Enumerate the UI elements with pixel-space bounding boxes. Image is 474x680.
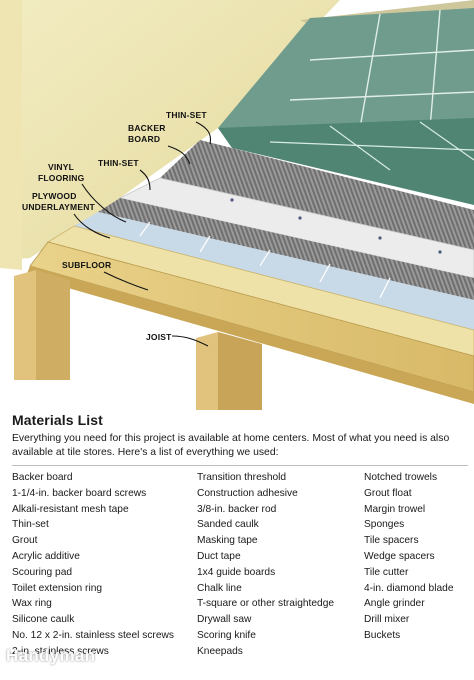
callout-thinset-mid: THIN-SET	[98, 158, 151, 191]
joist-left	[14, 270, 36, 380]
list-item: Alkali-resistant mesh tape	[12, 503, 129, 515]
list-item: Notched trowels	[364, 472, 438, 483]
list-item: Angle grinder	[364, 598, 425, 610]
list-item: Construction adhesive	[197, 487, 298, 499]
subfloor-layer	[29, 241, 474, 393]
materials-columns: Backer board 1-1/4-in. backer board scre…	[12, 470, 468, 680]
list-item: Duct tape	[197, 550, 241, 562]
materials-column-2: Transition threshold Construction adhesi…	[197, 470, 334, 660]
list-item: Tile spacers	[364, 535, 419, 547]
list-item: 2-in. stainless screws	[12, 645, 109, 657]
callout-plywood-underlayment: PLYWOOD UNDERLAYMENT	[22, 191, 111, 239]
list-item: Drywall saw	[197, 614, 252, 626]
callout-backer-board: BACKER BOARD	[128, 123, 191, 165]
callout-vinyl-flooring: VINYL FLOORING	[38, 162, 127, 223]
list-item: 1-1/4-in. backer board screws	[12, 487, 147, 499]
list-item: Backer board	[12, 472, 73, 483]
list-item: Sponges	[364, 519, 405, 531]
callout-joist: JOIST	[146, 332, 209, 347]
list-item: No. 12 x 2-in. stainless steel screws	[12, 629, 174, 641]
svg-text:VINYL: VINYL	[48, 162, 74, 172]
list-item: 4-in. diamond blade	[364, 582, 454, 594]
tiled-wall	[218, 8, 474, 130]
list-item: Scoring knife	[197, 629, 256, 641]
back-wall	[0, 0, 340, 260]
list-item: Silicone caulk	[12, 614, 75, 626]
list-item: Kneepads	[197, 645, 243, 657]
list-item: Tile cutter	[364, 566, 409, 578]
materials-column-3: Notched trowels Grout float Margin trowe…	[364, 470, 453, 644]
svg-text:JOIST: JOIST	[146, 332, 172, 342]
plywood-layer	[46, 225, 474, 357]
materials-list: Materials List Everything you need for t…	[12, 412, 468, 674]
list-item: 1x4 guide boards	[197, 566, 276, 578]
svg-text:PLYWOOD: PLYWOOD	[32, 191, 77, 201]
list-item: Grout	[12, 535, 38, 547]
svg-text:FLOORING: FLOORING	[38, 173, 85, 183]
svg-text:THIN-SET: THIN-SET	[98, 158, 139, 168]
list-item: Wedge spacers	[364, 550, 435, 562]
list-item: Sanded caulk	[197, 519, 259, 531]
list-item: T-square or other straightedge	[197, 598, 335, 610]
list-item: Buckets	[364, 629, 401, 641]
callout-subfloor: SUBFLOOR	[62, 260, 149, 291]
list-item: Grout float	[364, 487, 412, 499]
joist-right	[196, 332, 218, 410]
materials-title: Materials List	[12, 412, 103, 428]
callout-thinset-top: THIN-SET	[166, 110, 212, 145]
list-item: Scouring pad	[12, 566, 73, 578]
svg-text:BOARD: BOARD	[128, 134, 160, 144]
list-item: 3/8-in. backer rod	[197, 503, 277, 515]
flooring-layers-illustration: THIN-SET BACKER BOARD VINYL FLOORING THI…	[0, 0, 474, 410]
thinset-top-layer	[160, 140, 474, 250]
list-item: Thin-set	[12, 519, 49, 531]
svg-text:UNDERLAYMENT: UNDERLAYMENT	[22, 202, 96, 212]
vinyl-layer	[74, 212, 474, 330]
materials-intro: Everything you need for this project is …	[12, 433, 450, 458]
svg-text:SUBFLOOR: SUBFLOOR	[62, 260, 111, 270]
list-item: Masking tape	[197, 535, 258, 547]
list-item: Drill mixer	[364, 614, 410, 626]
tile-floor	[218, 118, 474, 205]
backer-board-layer	[118, 177, 474, 279]
svg-text:BACKER: BACKER	[128, 123, 166, 133]
list-item: Chalk line	[197, 582, 242, 594]
thinset-mid-layer	[98, 198, 474, 300]
list-item: Transition threshold	[197, 472, 287, 483]
list-item: Toilet extension ring	[12, 582, 103, 594]
list-item: Margin trowel	[364, 503, 426, 515]
list-item: Wax ring	[12, 598, 52, 610]
list-item: Acrylic additive	[12, 550, 80, 562]
svg-text:THIN-SET: THIN-SET	[166, 110, 207, 120]
divider	[12, 465, 468, 466]
materials-column-1: Backer board 1-1/4-in. backer board scre…	[12, 470, 174, 660]
brand-watermark-logo: Handyman	[6, 646, 96, 665]
